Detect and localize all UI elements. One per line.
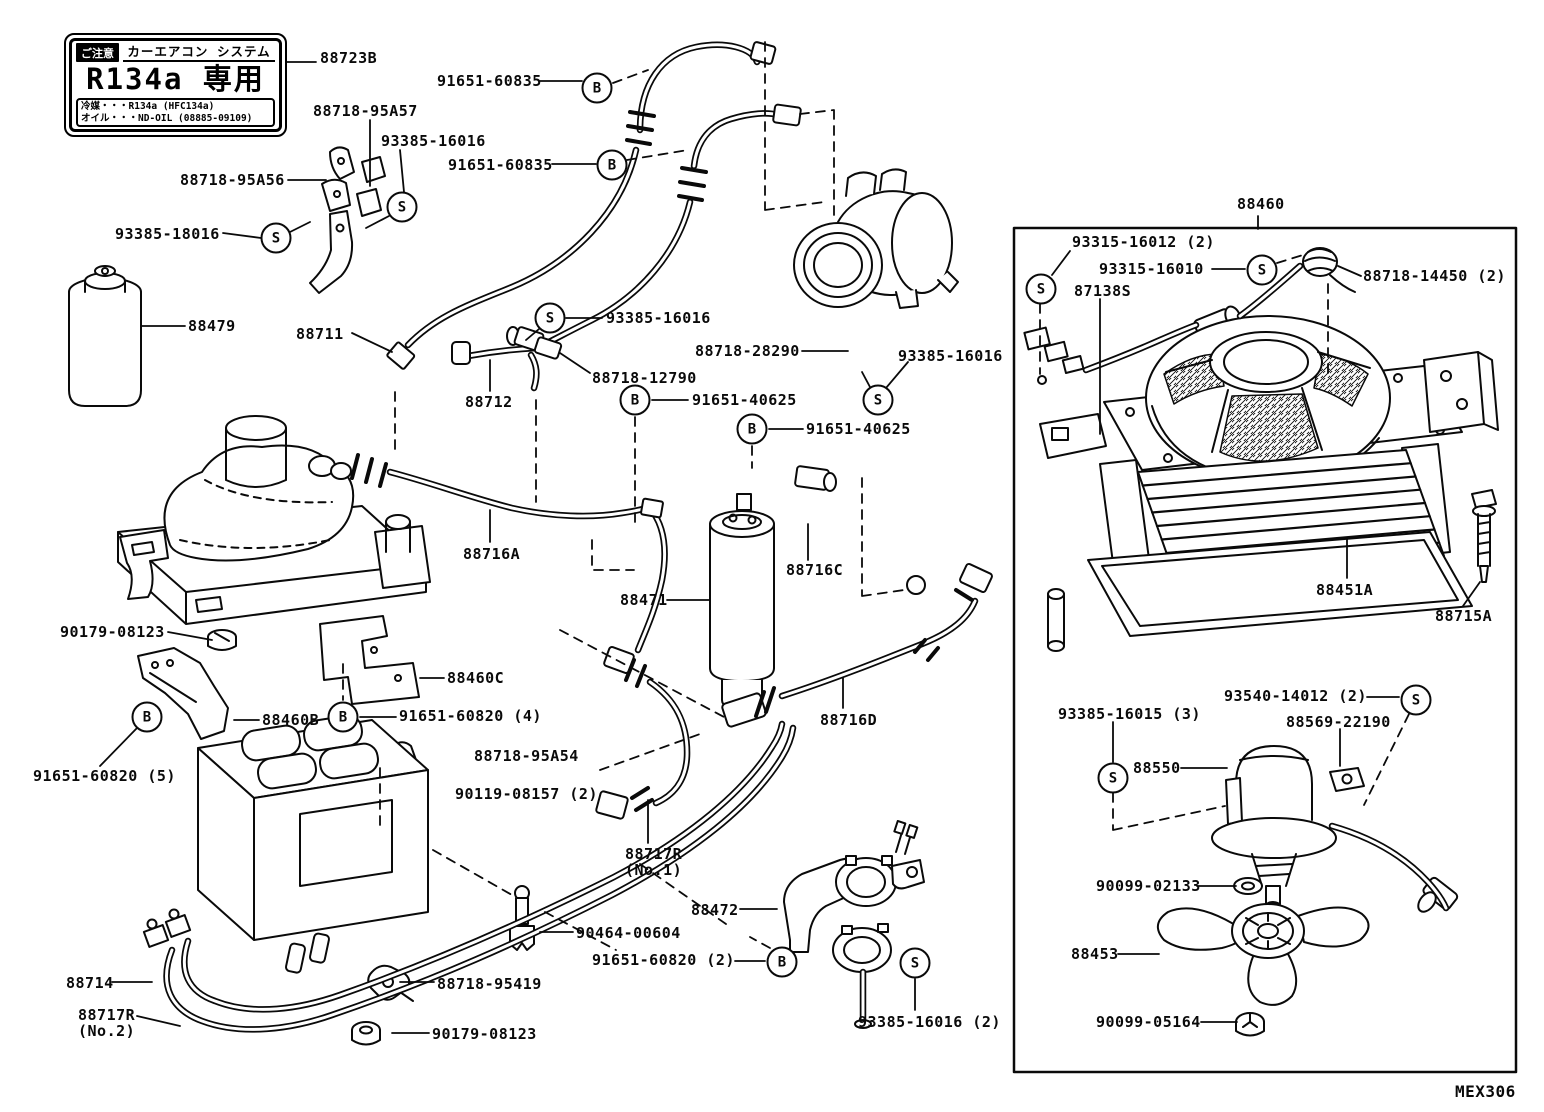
- part-label: 93385-16016: [606, 309, 711, 327]
- callout-symbol-S: S: [1097, 762, 1129, 794]
- part-label: 90464-00604: [576, 924, 681, 942]
- part-label: 88716A: [463, 545, 521, 563]
- evaporator-unit-drawing: [197, 714, 429, 941]
- callout-symbol-B: B: [766, 946, 798, 978]
- part-label: 88717R: [625, 845, 683, 863]
- callout-symbol-B: B: [327, 701, 359, 733]
- callout-symbol-S: S: [1400, 684, 1432, 716]
- callout-symbol-S: S: [534, 302, 566, 334]
- callout-symbol-S: S: [1246, 254, 1278, 286]
- caution-label-inner: ご注意 カーエアコン システム R134a 専用 冷媒・・・R134a (HFC…: [69, 38, 282, 132]
- part-label: 88711: [296, 325, 344, 343]
- part-label: 91651-60835: [437, 72, 542, 90]
- receiver-drier-88471: [709, 493, 775, 710]
- part-label: 88472: [691, 901, 739, 919]
- part-label: 93385-16016: [898, 347, 1003, 365]
- part-label: (No.1): [625, 861, 683, 879]
- caution-note-line2: オイル・・・ND-OIL (08885-09109): [81, 112, 253, 124]
- part-label: 88550: [1133, 759, 1181, 777]
- caution-note-line1: 冷媒・・・R134a (HFC134a): [81, 101, 215, 112]
- part-label: 90179-08123: [432, 1025, 537, 1043]
- callout-symbol-S: S: [862, 384, 894, 416]
- compressor-drawing: [793, 168, 959, 309]
- part-label: 88716D: [820, 711, 878, 729]
- part-label: 91651-60820 (4): [399, 707, 542, 725]
- nut-90179-b: [351, 1021, 381, 1046]
- callout-symbol-B: B: [596, 149, 628, 181]
- part-label: 91651-60820 (5): [33, 767, 176, 785]
- part-label: 88718-95A57: [313, 102, 418, 120]
- part-label: 88712: [465, 393, 513, 411]
- refrigerant-type-text: R134a 専用: [86, 62, 265, 96]
- part-label: 90099-05164: [1096, 1013, 1201, 1031]
- part-label: 88718-95A54: [474, 747, 579, 765]
- pipe-fittings: [142, 41, 993, 1029]
- part-label: 90179-08123: [60, 623, 165, 641]
- callout-symbol-B: B: [131, 701, 163, 733]
- cooling-unit-drawing: [117, 415, 431, 625]
- part-label: 88718-95419: [437, 975, 542, 993]
- part-label: 88451A: [1316, 581, 1374, 599]
- part-label: 93315-16010: [1099, 260, 1204, 278]
- part-label: 93540-14012 (2): [1224, 687, 1367, 705]
- part-label: (No.2): [78, 1022, 136, 1040]
- callout-symbol-B: B: [619, 384, 651, 416]
- part-label: 88569-22190: [1286, 713, 1391, 731]
- bolt-88715A: [1471, 489, 1497, 509]
- part-label: 93385-18016: [115, 225, 220, 243]
- part-label: 93385-16016 (2): [858, 1013, 1001, 1031]
- receiver-canister-88479: [68, 265, 142, 407]
- part-label: 90099-02133: [1096, 877, 1201, 895]
- bracket-88460B: [137, 647, 229, 740]
- caution-system-title: カーエアコン システム: [123, 43, 275, 62]
- part-label: 88453: [1071, 945, 1119, 963]
- callout-symbol-S: S: [386, 191, 418, 223]
- part-label: 88723B: [320, 49, 378, 67]
- part-label: 88718-12790: [592, 369, 697, 387]
- dashed-lines: [342, 41, 1410, 951]
- vacuum-motor-88550: [1235, 745, 1313, 821]
- part-label: 91651-60820 (2): [592, 951, 735, 969]
- caution-notes: 冷媒・・・R134a (HFC134a) オイル・・・ND-OIL (08885…: [76, 98, 275, 127]
- diagram-code: MEX306: [1455, 1082, 1516, 1101]
- callout-symbol-S: S: [260, 222, 292, 254]
- part-label: 91651-40625: [692, 391, 797, 409]
- part-label: 93385-16015 (3): [1058, 705, 1201, 723]
- part-label: 88460C: [447, 669, 505, 687]
- part-label: 88716C: [786, 561, 844, 579]
- bracket-88460C: [319, 615, 420, 705]
- part-label: 88714: [66, 974, 114, 992]
- callout-symbol-S: S: [899, 947, 931, 979]
- part-label: 88460: [1237, 195, 1285, 213]
- part-label: 88715A: [1435, 607, 1493, 625]
- caution-chip: ご注意: [76, 43, 119, 62]
- part-label: 88717R: [78, 1006, 136, 1024]
- fan-blade-88453: [1157, 903, 1370, 1006]
- part-label: 88718-14450 (2): [1363, 267, 1506, 285]
- refrigerant-caution-label: ご注意 カーエアコン システム R134a 専用 冷媒・・・R134a (HFC…: [64, 33, 287, 137]
- part-label: 93315-16012 (2): [1072, 233, 1215, 251]
- leader-lines: [99, 61, 1481, 1034]
- callout-symbol-B: B: [581, 72, 613, 104]
- bracket-88472: [783, 820, 925, 973]
- part-label: 88471: [620, 591, 668, 609]
- pipe-clamp-brackets: [309, 146, 386, 294]
- part-label: 87138S: [1074, 282, 1132, 300]
- part-label: 88479: [188, 317, 236, 335]
- part-label: 88460B: [262, 711, 320, 729]
- condenser-assembly-panel: [1012, 226, 1518, 1074]
- callout-symbol-B: B: [736, 413, 768, 445]
- part-label: 91651-60835: [448, 156, 553, 174]
- part-label: 91651-40625: [806, 420, 911, 438]
- part-label: 93385-16016: [381, 132, 486, 150]
- part-label: 88718-28290: [695, 342, 800, 360]
- part-label: 90119-08157 (2): [455, 785, 598, 803]
- part-label: 88718-95A56: [180, 171, 285, 189]
- nut-90179: [207, 629, 237, 651]
- callout-symbol-S: S: [1025, 273, 1057, 305]
